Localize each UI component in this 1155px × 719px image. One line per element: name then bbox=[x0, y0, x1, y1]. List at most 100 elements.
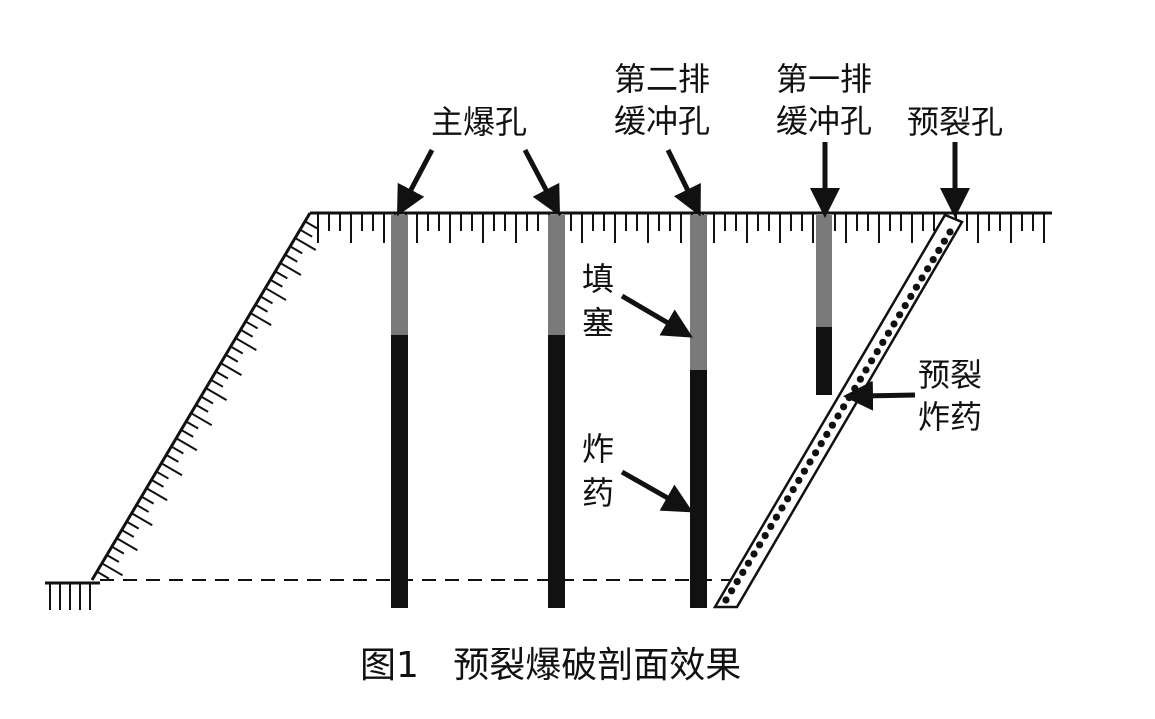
charge-dot bbox=[879, 338, 887, 346]
charge-dot bbox=[851, 384, 859, 392]
slope-tick bbox=[294, 237, 317, 251]
slope-tick bbox=[274, 270, 288, 280]
arrow-main-hole-right bbox=[522, 148, 561, 217]
slope-tick bbox=[155, 470, 169, 480]
first-row-buffer-hole bbox=[816, 215, 832, 395]
charge-dot bbox=[918, 274, 926, 282]
slope-tick bbox=[289, 245, 303, 255]
charge-dot bbox=[840, 403, 848, 411]
slope-tick bbox=[150, 479, 164, 488]
explosive-segment bbox=[690, 370, 707, 608]
charge-dot bbox=[733, 578, 741, 586]
slope-tick bbox=[210, 378, 224, 388]
slope-tick bbox=[190, 412, 213, 427]
slope-tick bbox=[299, 228, 313, 238]
label-main-hole: 主爆孔 bbox=[431, 103, 527, 141]
slope-tick bbox=[230, 345, 244, 355]
charge-dot bbox=[940, 237, 949, 245]
label-presplit-explosive-line1: 预裂 bbox=[918, 356, 982, 394]
slope-tick bbox=[200, 395, 214, 405]
charge-dot bbox=[806, 458, 814, 466]
arrow-explosive bbox=[620, 469, 694, 513]
slope-tick bbox=[250, 312, 272, 326]
label-first-row-buffer-line1: 第一排 bbox=[776, 60, 872, 98]
charge-dot bbox=[896, 311, 904, 319]
charge-dot bbox=[728, 587, 736, 595]
label-explosive-line1: 炸 bbox=[582, 430, 614, 468]
charge-dot bbox=[800, 467, 809, 475]
charge-dot bbox=[767, 522, 775, 531]
slope-tick bbox=[279, 262, 302, 276]
charge-dot bbox=[834, 412, 842, 420]
charge-dot bbox=[884, 329, 893, 337]
arrow-main-hole-left bbox=[396, 148, 435, 217]
second-row-buffer-hole bbox=[690, 215, 707, 608]
slope-tick bbox=[136, 504, 150, 513]
main-blast-hole-2 bbox=[548, 215, 565, 608]
charge-dot bbox=[868, 357, 876, 365]
slope-tick bbox=[121, 529, 135, 538]
stemming-segment bbox=[548, 215, 565, 335]
charge-dot bbox=[817, 440, 825, 448]
charge-dot bbox=[828, 421, 837, 429]
charge-dot bbox=[907, 292, 915, 300]
arrow-second-row-buffer bbox=[665, 148, 701, 217]
slope-tick bbox=[185, 420, 199, 430]
stemming-segment bbox=[816, 215, 832, 327]
explosive-segment bbox=[548, 335, 565, 608]
slope-tick bbox=[160, 462, 183, 477]
charge-dot bbox=[924, 265, 932, 273]
label-second-row-buffer-line2: 缓冲孔 bbox=[614, 102, 710, 140]
arrows bbox=[396, 142, 970, 513]
stemming-segment bbox=[391, 215, 408, 335]
charge-dot bbox=[772, 513, 781, 521]
charge-dot bbox=[756, 541, 764, 549]
arrow-stemming bbox=[620, 293, 693, 338]
charge-dot bbox=[761, 532, 769, 540]
slope-tick bbox=[240, 328, 254, 338]
slope-tick bbox=[116, 537, 138, 552]
slope-tick bbox=[195, 403, 209, 413]
charge-dot bbox=[912, 283, 921, 291]
slope-tick bbox=[284, 253, 298, 263]
label-second-row-buffer-line1: 第二排 bbox=[614, 60, 710, 98]
slope-tick bbox=[259, 295, 273, 305]
charge-dot bbox=[795, 476, 803, 484]
slope-tick bbox=[131, 512, 153, 527]
toe-hatch-ticks bbox=[49, 583, 91, 610]
charge-dot bbox=[750, 550, 758, 558]
main-blast-hole-1 bbox=[391, 215, 408, 608]
slope-tick bbox=[264, 287, 287, 301]
charge-dot bbox=[812, 449, 820, 457]
slope-tick bbox=[145, 487, 168, 502]
slope-tick bbox=[220, 362, 242, 377]
label-first-row-buffer-line2: 缓冲孔 bbox=[776, 102, 872, 140]
figure-caption: 图1 预裂爆破剖面效果 bbox=[360, 645, 741, 686]
slope-tick bbox=[205, 387, 228, 402]
slope-tick bbox=[141, 495, 155, 505]
charge-dot bbox=[845, 394, 853, 402]
label-stemming-line1: 填 bbox=[582, 260, 614, 298]
charge-dot bbox=[929, 256, 937, 264]
slope-tick bbox=[175, 437, 198, 452]
charge-dot bbox=[823, 430, 831, 438]
slope-tick bbox=[254, 303, 269, 313]
charge-dot bbox=[873, 348, 881, 356]
slope-tick bbox=[269, 278, 283, 288]
label-presplit-hole: 预裂孔 bbox=[907, 103, 1003, 141]
charge-dot bbox=[722, 596, 730, 604]
slope-tick bbox=[304, 220, 318, 230]
slope-tick bbox=[235, 337, 257, 351]
slope-tick bbox=[180, 428, 194, 438]
slope-tick bbox=[111, 545, 125, 555]
explosive-segment bbox=[816, 327, 832, 395]
slope-tick bbox=[101, 562, 124, 577]
arrow-presplit-explosive bbox=[843, 380, 916, 411]
slope-tick bbox=[126, 520, 140, 530]
slope-tick bbox=[106, 554, 120, 563]
slope-tick bbox=[96, 570, 110, 580]
explosive-segment bbox=[391, 335, 408, 608]
charge-dot bbox=[789, 486, 797, 494]
